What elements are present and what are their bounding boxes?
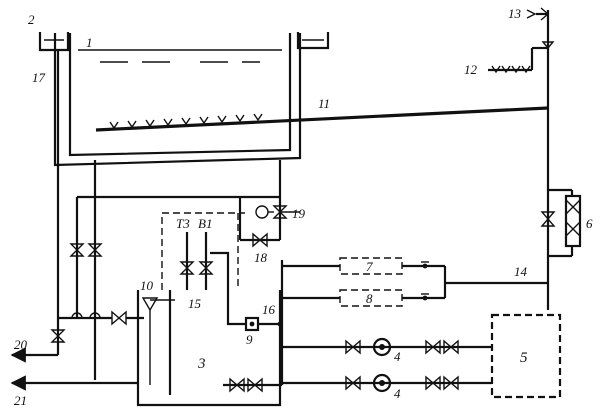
tank-1 bbox=[53, 33, 302, 167]
valve-heater-bypass[interactable] bbox=[540, 211, 556, 227]
valve-pump-lower-out-2[interactable] bbox=[443, 375, 459, 391]
valve-left-horizontal[interactable] bbox=[111, 310, 127, 326]
label-21: 21 bbox=[14, 393, 27, 408]
label-7: 7 bbox=[366, 259, 373, 274]
valve-left-lower[interactable] bbox=[50, 329, 66, 343]
label-9: 9 bbox=[246, 332, 253, 347]
label-14: 14 bbox=[514, 264, 528, 279]
label-8: 8 bbox=[366, 291, 373, 306]
valve-b1[interactable] bbox=[198, 261, 214, 275]
valve-left-upper-2[interactable] bbox=[87, 243, 103, 257]
label-15: 15 bbox=[188, 296, 202, 311]
label-t3: Т3 bbox=[176, 216, 190, 231]
label-19: 19 bbox=[292, 206, 306, 221]
label-16: 16 bbox=[262, 302, 276, 317]
valve-pump-lower-in[interactable] bbox=[345, 375, 361, 391]
left-crossings bbox=[58, 312, 112, 320]
label-12: 12 bbox=[464, 62, 478, 77]
valve-13[interactable] bbox=[526, 7, 550, 21]
pump-4-upper[interactable] bbox=[372, 337, 392, 357]
valve-vessel-outlet-1[interactable] bbox=[229, 377, 245, 393]
valve-pump-upper-out-1[interactable] bbox=[425, 339, 441, 355]
valve-18[interactable] bbox=[252, 232, 268, 248]
tank-drain-pipes bbox=[75, 160, 282, 380]
valve-pump-upper-in[interactable] bbox=[345, 339, 361, 355]
label-6: 6 bbox=[586, 216, 593, 231]
label-2: 2 bbox=[28, 12, 35, 27]
float-valve-10[interactable] bbox=[141, 297, 159, 385]
label-10: 10 bbox=[140, 278, 154, 293]
label-v1: В1 bbox=[198, 216, 212, 231]
right-main-line bbox=[488, 10, 550, 310]
label-5: 5 bbox=[520, 350, 528, 366]
sparger-pipe bbox=[95, 106, 549, 132]
label-17: 17 bbox=[32, 70, 46, 85]
label-1: 1 bbox=[86, 35, 93, 50]
label-13: 13 bbox=[508, 6, 522, 21]
label-20: 20 bbox=[14, 337, 28, 352]
valve-pump-lower-out-1[interactable] bbox=[425, 375, 441, 391]
valve-pump-upper-out-2[interactable] bbox=[443, 339, 459, 355]
bypass-heater-6 bbox=[548, 188, 582, 258]
meter-9[interactable] bbox=[244, 316, 260, 332]
regulator-loop bbox=[238, 197, 300, 242]
dashed-enclosure-15 bbox=[161, 212, 245, 290]
vessel-3 bbox=[136, 290, 282, 407]
label-4b: 4 bbox=[394, 386, 401, 401]
line-to-meter-9 bbox=[210, 251, 246, 326]
unit-5 bbox=[490, 313, 562, 399]
valve-left-upper-1[interactable] bbox=[69, 243, 85, 257]
pump-4-lower[interactable] bbox=[372, 373, 392, 393]
pump-line-lower bbox=[223, 381, 492, 387]
overflow-trough-left bbox=[38, 32, 70, 52]
valve-t3[interactable] bbox=[179, 261, 195, 275]
valve-vessel-outlet-2[interactable] bbox=[247, 377, 263, 393]
heater-8 bbox=[282, 289, 445, 307]
label-18: 18 bbox=[254, 250, 268, 265]
label-3: 3 bbox=[197, 356, 206, 372]
heater-7 bbox=[282, 257, 445, 275]
pressure-regulator-19[interactable] bbox=[255, 205, 288, 219]
label-11: 11 bbox=[318, 96, 330, 111]
overflow-trough-right bbox=[296, 32, 330, 50]
label-4a: 4 bbox=[394, 349, 401, 364]
valve-top-right[interactable] bbox=[541, 41, 555, 50]
